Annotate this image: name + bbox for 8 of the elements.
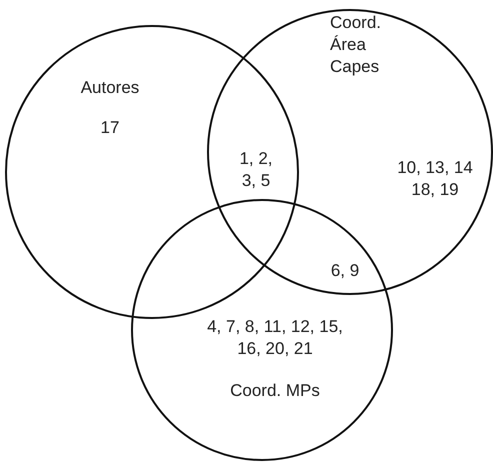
item-numbers: 17 xyxy=(100,117,120,139)
item-numbers: 10, 13, 14 18, 19 xyxy=(396,157,474,202)
item-numbers: 1, 2, 3, 5 xyxy=(238,148,274,192)
set-label: Coord. Área Capes xyxy=(330,12,382,78)
item-numbers: 4, 7, 8, 11, 12, 15, 16, 20, 21 xyxy=(206,316,344,360)
set-label: Coord. MPs xyxy=(229,380,321,402)
item-numbers: 6, 9 xyxy=(330,260,360,282)
set-label: Autores xyxy=(80,77,140,99)
